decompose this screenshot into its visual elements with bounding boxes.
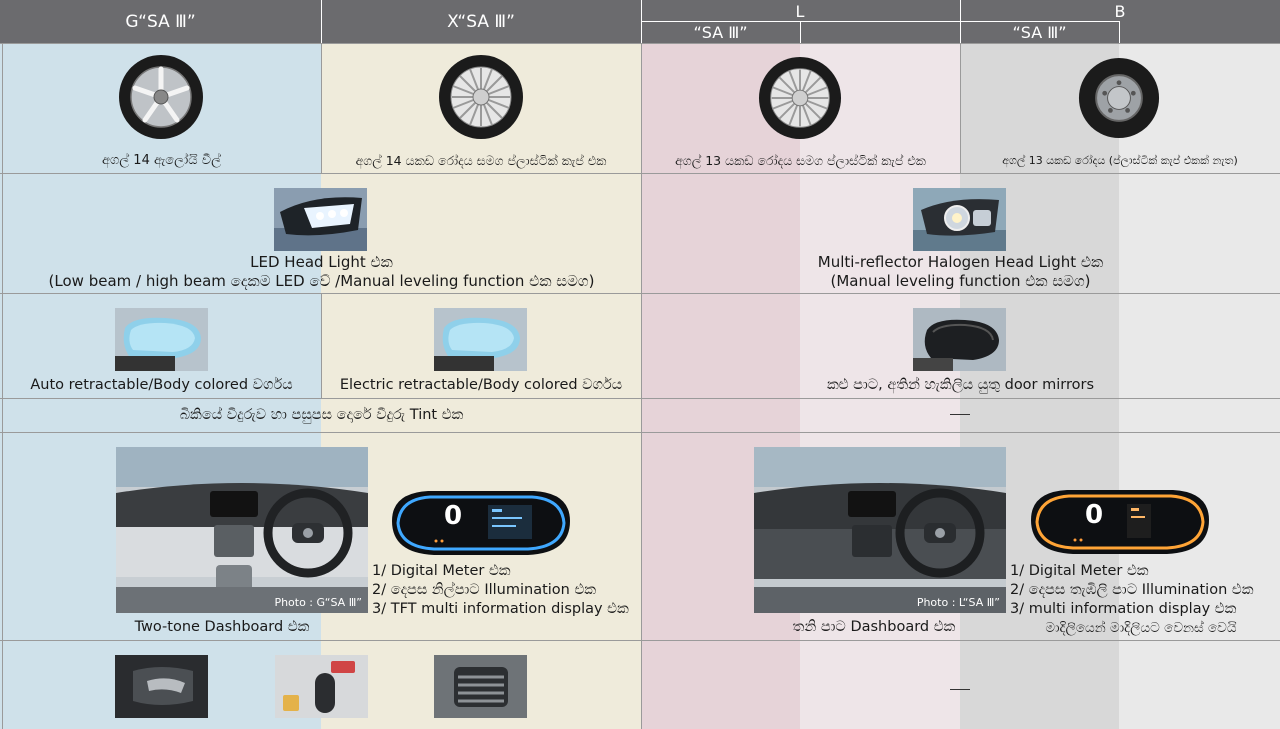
column-divider — [2, 43, 3, 729]
wheel-label-g: අගල් 14 ඇලෝයි වීල් — [101, 153, 222, 168]
digital-meter-icon: 0 — [1027, 486, 1213, 558]
mirror-icon — [115, 308, 208, 371]
column-divider — [960, 43, 961, 173]
header-divider — [641, 21, 1119, 22]
header-l-sub: “SA Ⅲ” — [693, 23, 748, 42]
wheel-label-x: අගල් 14 යකඩ රෝදය සමග ප්ලාස්ටික් කැප් එක — [355, 153, 607, 168]
tint-label-gx: බිකියේ වීදුරුව හා පසුපස දොරේ වීදුරු Tint… — [179, 407, 464, 423]
meter-feature-2: 2/ දෙපස තැඹිලි පාට Illumination එක — [1010, 582, 1254, 598]
not-available-dash — [950, 414, 970, 415]
meter-feature-note: මාදිලියෙන් මාදිලියට වෙනස් වෙයි — [1045, 620, 1237, 636]
row-divider — [0, 398, 1280, 399]
header-b-sub: “SA Ⅲ” — [1012, 23, 1067, 42]
dashboard-photo: Photo : G“SA Ⅲ” — [116, 447, 368, 613]
column-divider — [321, 43, 322, 173]
column-divider — [641, 43, 642, 729]
header-divider — [641, 0, 642, 43]
meter-feature-1: 1/ Digital Meter එක — [372, 563, 511, 579]
row-divider — [0, 173, 1280, 174]
header-divider — [960, 0, 961, 43]
dashboard-photo-caption: Photo : G“SA Ⅲ” — [274, 596, 362, 609]
mirror-label-x: Electric retractable/Body colored වර්ගය — [339, 377, 623, 393]
meter-digit: 0 — [1085, 500, 1104, 530]
dashboard-photo-caption: Photo : L“SA Ⅲ” — [916, 596, 1000, 609]
row-divider — [0, 293, 1280, 294]
header-divider — [321, 0, 322, 43]
wheel-label-b: අගල් 13 යකඩ රෝදය (ප්ලාස්ටික් කැප් එකක් න… — [1002, 154, 1238, 167]
row-divider — [0, 640, 1280, 641]
header-divider — [1119, 21, 1120, 43]
digital-meter-icon: 0 — [388, 487, 574, 559]
header-l: L — [795, 2, 805, 21]
header-divider — [800, 21, 801, 43]
headlight-gx-title: LED Head Light එක — [250, 253, 393, 271]
not-available-dash — [950, 689, 970, 690]
header-b: B — [1114, 2, 1126, 21]
mirror-icon — [913, 308, 1006, 371]
steel-wheel-icon — [758, 56, 842, 140]
steel-wheel-icon — [438, 54, 524, 140]
mirror-label-lb: කළු පාට, අතින් හැකිලිය යුතු door mirrors — [826, 377, 1095, 393]
mirror-label-g: Auto retractable/Body colored වර්ගය — [30, 377, 293, 393]
mirror-icon — [434, 308, 527, 371]
meter-feature-2: 2/ දෙපස නිල්පාට Illumination එක — [372, 582, 597, 598]
meter-feature-1: 1/ Digital Meter එක — [1010, 563, 1149, 579]
steel-wheel-icon — [1078, 57, 1160, 139]
dashboard-photo: Photo : L“SA Ⅲ” — [754, 447, 1006, 613]
meter-feature-3: 3/ multi information display එක — [1010, 601, 1237, 617]
headlight-lb-detail: (Manual leveling function එක සමග) — [830, 272, 1091, 290]
door-handle-icon — [115, 655, 208, 718]
dashboard-caption-gx: Two-tone Dashboard එක — [134, 619, 310, 635]
row-divider — [0, 43, 1280, 44]
header-x: X“SA Ⅲ” — [447, 12, 515, 32]
alloy-wheel-icon — [118, 54, 204, 140]
meter-feature-3: 3/ TFT multi information display එක — [372, 601, 629, 617]
led-headlight-icon — [274, 188, 367, 251]
shift-lever-icon — [275, 655, 368, 718]
wheel-label-l: අගල් 13 යකඩ රෝදය සමග ප්ලාස්ටික් කැප් එක — [675, 153, 926, 168]
headlight-lb-title: Multi-reflector Halogen Head Light එක — [817, 253, 1104, 271]
header-g: G“SA Ⅲ” — [125, 12, 196, 32]
row-divider — [0, 432, 1280, 433]
meter-digit: 0 — [444, 501, 463, 531]
column-divider — [321, 293, 322, 398]
dashboard-caption-lb: තනි පාට Dashboard එක — [792, 619, 956, 635]
air-vent-icon — [434, 655, 527, 718]
halogen-headlight-icon — [913, 188, 1006, 251]
headlight-gx-detail: (Low beam / high beam දෙකම LED වේ /Manua… — [48, 272, 595, 290]
